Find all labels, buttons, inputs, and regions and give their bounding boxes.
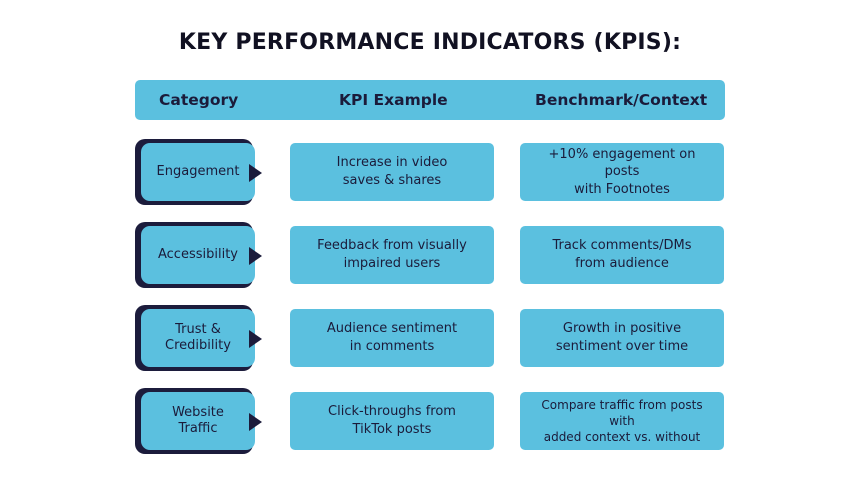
arrow-right-icon [249, 247, 262, 265]
category-box: Accessibility [141, 226, 255, 284]
table-row: Engagement Increase in video saves & sha… [0, 139, 860, 205]
benchmark-cell: Compare traffic from posts with added co… [520, 392, 724, 450]
benchmark-line: with Footnotes [574, 181, 670, 197]
benchmark-line: from audience [575, 256, 669, 271]
category-label-line: Credibility [165, 338, 231, 353]
kpi-line: Feedback from visually [317, 238, 467, 254]
table-row: Accessibility Feedback from visually imp… [0, 222, 860, 288]
benchmark-line: Compare traffic from posts with [541, 397, 703, 428]
category-label-line: Traffic [178, 421, 218, 436]
kpi-cell: Feedback from visually impaired users [290, 226, 494, 284]
kpi-line: Audience sentiment [326, 321, 458, 337]
benchmark-cell: +10% engagement on posts with Footnotes [520, 143, 724, 201]
benchmark-line: added context vs. without [543, 430, 701, 445]
page-title: KEY PERFORMANCE INDICATORS (KPIS): [178, 30, 682, 55]
table-row: Website Traffic Click-throughs from TikT… [0, 388, 860, 454]
kpi-line: impaired users [343, 256, 441, 271]
benchmark-line: Growth in positive [562, 321, 682, 337]
kpi-line: TikTok posts [352, 422, 432, 437]
kpi-line: Increase in video [336, 155, 448, 171]
arrow-right-icon [249, 330, 262, 348]
table-header: Category KPI Example Benchmark/Context [135, 80, 725, 120]
kpi-line: Click-throughs from [328, 404, 456, 420]
table-row: Trust & Credibility Audience sentiment i… [0, 305, 860, 371]
category-label-line: Accessibility [158, 246, 238, 262]
benchmark-line: sentiment over time [555, 339, 689, 354]
header-kpi: KPI Example [339, 91, 448, 109]
kpi-line: in comments [349, 339, 435, 354]
category-box: Trust & Credibility [141, 309, 255, 367]
category-label-line: Engagement [156, 163, 240, 179]
benchmark-cell: Track comments/DMs from audience [520, 226, 724, 284]
kpi-cell: Click-throughs from TikTok posts [290, 392, 494, 450]
benchmark-line: +10% engagement on posts [548, 146, 696, 180]
category-box: Website Traffic [141, 392, 255, 450]
benchmark-line: Track comments/DMs [552, 238, 692, 254]
arrow-right-icon [249, 413, 262, 431]
arrow-right-icon [249, 164, 262, 182]
kpi-cell: Increase in video saves & shares [290, 143, 494, 201]
category-label-line: Trust & [175, 321, 221, 337]
header-benchmark: Benchmark/Context [535, 91, 708, 109]
kpi-line: saves & shares [342, 173, 442, 188]
benchmark-cell: Growth in positive sentiment over time [520, 309, 724, 367]
kpi-cell: Audience sentiment in comments [290, 309, 494, 367]
category-box: Engagement [141, 143, 255, 201]
category-label-line: Website [172, 404, 224, 420]
header-category: Category [159, 91, 239, 109]
